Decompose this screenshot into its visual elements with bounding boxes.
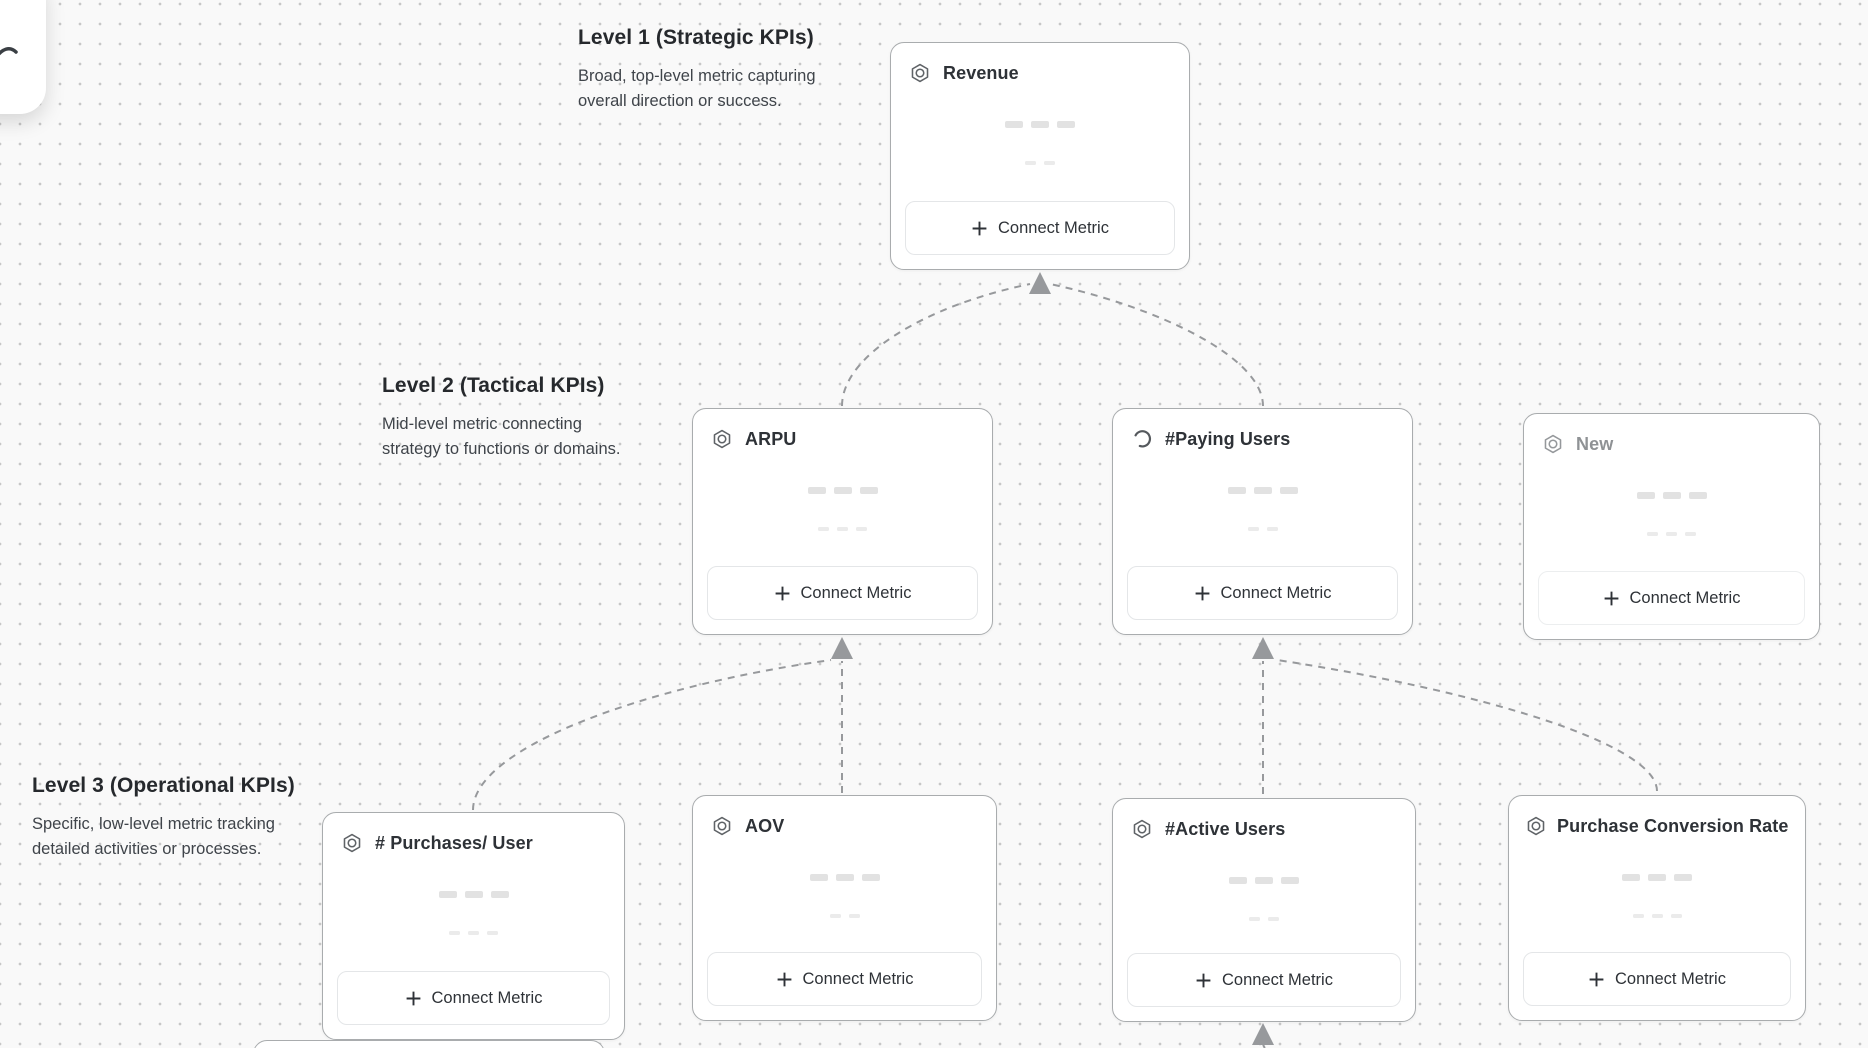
edge-offscreen-to-activeusers — [1262, 1036, 1266, 1048]
level-2-description: Mid-level metric connecting strategy to … — [382, 415, 621, 458]
level-2-title: Level 2 (Tactical KPIs) — [382, 374, 605, 397]
metric-title: #Paying Users — [1165, 428, 1291, 449]
card-header: AOV — [693, 796, 996, 837]
connect-metric-button[interactable]: Connect Metric — [707, 952, 982, 1006]
connect-metric-label: Connect Metric — [1615, 969, 1726, 988]
skeleton-row — [1509, 874, 1805, 881]
level-3-label: Level 3 (Operational KPIs) Specific, low… — [32, 774, 295, 862]
skeleton-row — [1113, 487, 1412, 494]
card-header: #Active Users — [1113, 799, 1415, 840]
arrowhead-into-activeusers — [1252, 1023, 1274, 1045]
card-header: Revenue — [891, 43, 1189, 84]
level-3-description: Specific, low-level metric tracking deta… — [32, 815, 275, 858]
metric-node-revenue[interactable]: Revenue Connect Metric — [890, 42, 1190, 270]
metric-title: # Purchases/ User — [375, 832, 533, 853]
connect-metric-label: Connect Metric — [998, 218, 1109, 237]
edge-pcr-to-payingusers — [1276, 659, 1658, 792]
connect-metric-button[interactable]: Connect Metric — [1127, 953, 1401, 1007]
plus-icon — [406, 991, 420, 1005]
plus-icon — [1589, 972, 1604, 986]
floating-toolbar-panel[interactable] — [0, 0, 46, 114]
plus-icon — [972, 221, 987, 235]
skeleton-row — [323, 931, 624, 935]
skeleton-row — [693, 527, 992, 531]
metric-node-paying-users[interactable]: #Paying Users Connect Metric — [1112, 408, 1413, 635]
card-header: # Purchases/ User — [323, 813, 624, 854]
edge-arpu-to-revenue — [841, 283, 1031, 407]
skeleton-row — [1524, 532, 1819, 536]
plus-icon — [1604, 591, 1618, 605]
card-header: Purchase Conversion Rate — [1509, 796, 1805, 837]
connect-metric-button[interactable]: Connect Metric — [1523, 952, 1791, 1006]
skeleton-row — [1509, 914, 1805, 918]
skeleton-row — [693, 874, 996, 881]
connect-metric-button[interactable]: Connect Metric — [1538, 571, 1805, 625]
plus-icon — [1196, 973, 1211, 987]
cursor-stroke-icon — [0, 46, 18, 56]
level-3-title: Level 3 (Operational KPIs) — [32, 774, 295, 797]
skeleton-row — [1113, 917, 1415, 921]
level-1-label: Level 1 (Strategic KPIs) Broad, top-leve… — [578, 26, 816, 114]
connect-metric-button[interactable]: Connect Metric — [1127, 566, 1398, 620]
connect-metric-label: Connect Metric — [431, 988, 543, 1007]
metric-hexagon-icon — [909, 62, 931, 84]
skeleton-row — [1524, 492, 1819, 499]
metric-hexagon-icon — [711, 815, 733, 837]
metric-hexagon-icon — [1525, 815, 1547, 837]
skeleton-row — [1113, 527, 1412, 531]
arrowhead-into-payingusers — [1252, 637, 1274, 659]
metric-node-active-users[interactable]: #Active Users Connect Metric — [1112, 798, 1416, 1022]
metric-node-purchases-per-user[interactable]: # Purchases/ User Connect Metric — [322, 812, 625, 1040]
connect-metric-label: Connect Metric — [1222, 970, 1333, 989]
edge-purchases-to-arpu — [472, 659, 832, 811]
skeleton-row — [1113, 877, 1415, 884]
metric-title: Purchase Conversion Rate — [1557, 815, 1789, 836]
metric-node-aov[interactable]: AOV Connect Metric — [692, 795, 997, 1021]
connect-metric-button[interactable]: Connect Metric — [905, 201, 1175, 255]
arrowhead-into-revenue — [1029, 272, 1051, 294]
card-header: ARPU — [693, 409, 992, 450]
connect-metric-label: Connect Metric — [802, 969, 914, 988]
connect-metric-label: Connect Metric — [1629, 588, 1741, 607]
metric-node-purchase-conversion-rate[interactable]: Purchase Conversion Rate Connect Metric — [1508, 795, 1806, 1021]
metric-title: #Active Users — [1165, 818, 1286, 839]
plus-icon — [1195, 586, 1209, 600]
skeleton-row — [693, 914, 996, 918]
metric-hexagon-icon — [1131, 818, 1153, 840]
metric-hexagon-icon — [1542, 433, 1564, 455]
skeleton-row — [323, 891, 624, 898]
connect-metric-label: Connect Metric — [1220, 583, 1332, 602]
metric-hexagon-icon — [711, 428, 733, 450]
plus-icon — [777, 972, 791, 986]
metric-title: Revenue — [943, 62, 1019, 83]
arrowhead-into-arpu — [831, 637, 853, 659]
card-header: #Paying Users — [1113, 409, 1412, 450]
metric-title: New — [1576, 433, 1614, 454]
skeleton-row — [891, 161, 1189, 165]
metric-title: AOV — [745, 815, 785, 836]
connect-metric-button[interactable]: Connect Metric — [337, 971, 610, 1025]
connect-metric-label: Connect Metric — [800, 583, 912, 602]
card-header: New — [1524, 414, 1819, 455]
level-2-label: Level 2 (Tactical KPIs) Mid-level metric… — [382, 374, 620, 462]
level-1-description: Broad, top-level metric capturing overal… — [578, 67, 816, 110]
metric-node-new[interactable]: New Connect Metric — [1523, 413, 1820, 640]
metric-node-arpu[interactable]: ARPU Connect Metric — [692, 408, 993, 635]
edge-payingusers-to-revenue — [1049, 283, 1264, 407]
plus-icon — [775, 586, 789, 600]
skeleton-row — [693, 487, 992, 494]
skeleton-row — [891, 121, 1189, 128]
loading-spinner-icon — [1131, 428, 1153, 450]
level-1-title: Level 1 (Strategic KPIs) — [578, 26, 814, 49]
connect-metric-button[interactable]: Connect Metric — [707, 566, 978, 620]
metric-title: ARPU — [745, 428, 797, 449]
metric-node-partial-offscreen[interactable] — [253, 1040, 605, 1048]
metric-hexagon-icon — [341, 832, 363, 854]
